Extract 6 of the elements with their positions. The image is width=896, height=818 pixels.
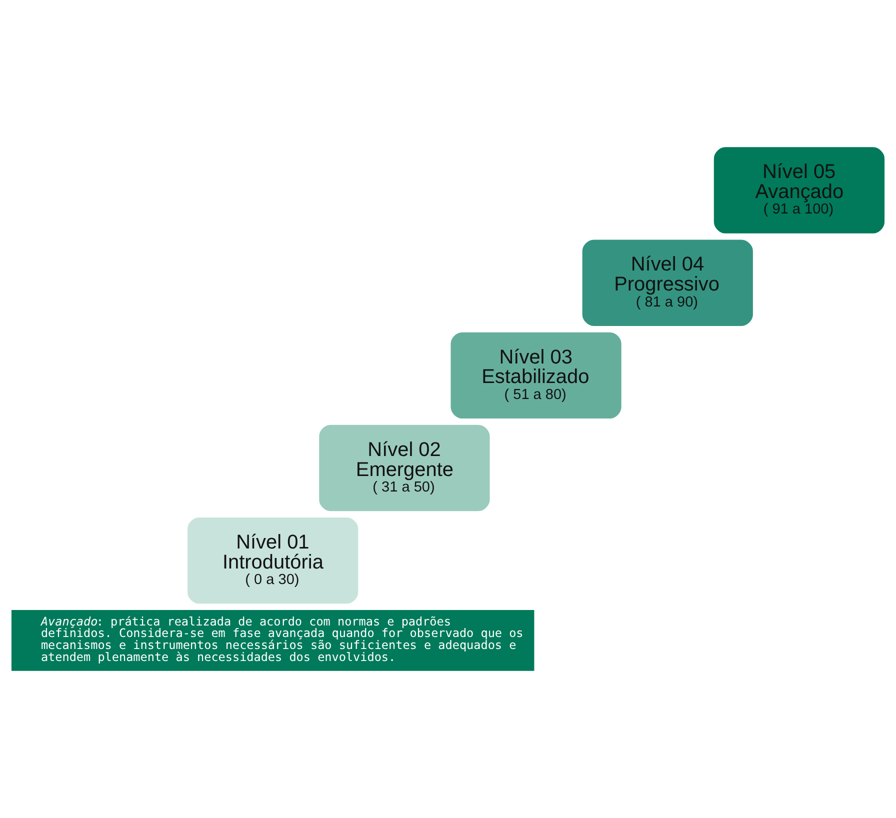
node-box: Nível 01 Introdutória ( 0 a 30) — [188, 517, 358, 604]
node-box: Nível 03 Estabilizado ( 51 a 80) — [450, 332, 622, 419]
node-box: Avançado: prática realizada de acordo com normas e padrões definidos. Considera-se em fase avançada quando for observado que os mecanismos e instrumentos necessários são suficientes e adequados e atendem plenamente às necessidades dos envolvidos. — [11, 610, 534, 671]
node-box: Nível 02 Emergente ( 31 a 50) — [319, 424, 490, 512]
node-box: Nível 04 Progressivo ( 81 a 90) — [582, 240, 753, 326]
node-box: Nível 05 Avançado ( 91 a 100) — [714, 147, 885, 234]
